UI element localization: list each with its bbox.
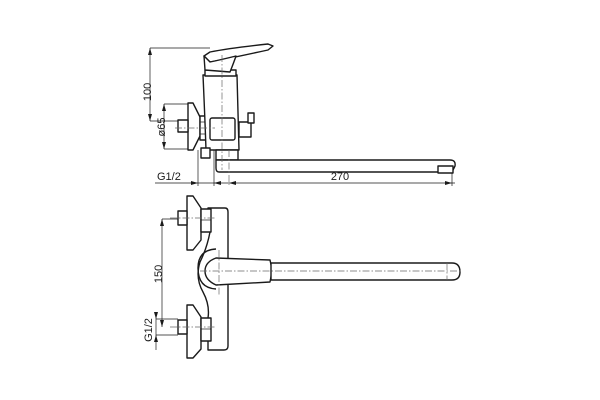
dim-inlet-spacing: 150 xyxy=(153,265,165,283)
dim-thread-side: G1/2 xyxy=(157,171,181,183)
side-view: 100 ø65 xyxy=(142,43,456,186)
front-view: 150 G1/2 xyxy=(143,195,462,359)
dim-spout-length: 270 xyxy=(331,171,349,183)
dim-escutcheon-diameter: ø65 xyxy=(156,118,168,137)
dim-thread-front: G1/2 xyxy=(143,318,155,342)
dim-height: 100 xyxy=(142,83,154,101)
